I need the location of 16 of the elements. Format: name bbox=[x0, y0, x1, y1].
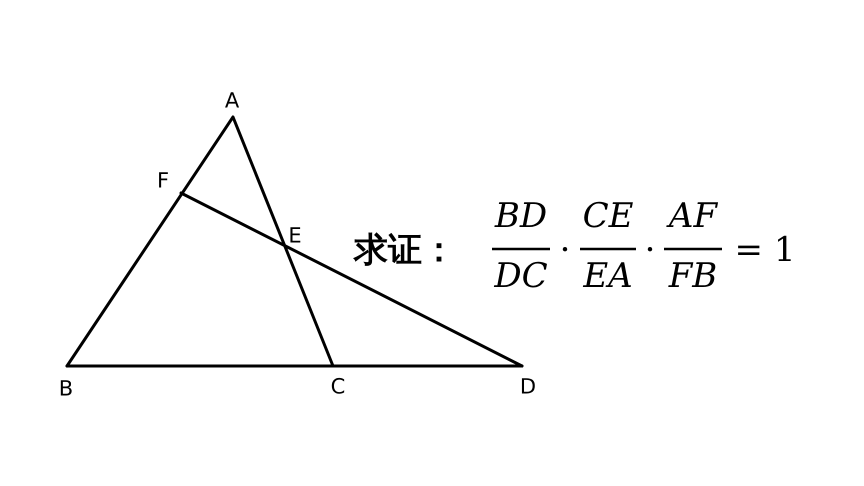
point-label: D bbox=[520, 376, 536, 398]
point-label: F bbox=[156, 170, 170, 192]
numerator: AF bbox=[668, 199, 718, 233]
numerator: CE bbox=[582, 199, 634, 233]
denominator: FB bbox=[668, 259, 718, 293]
point-label: E bbox=[288, 226, 302, 246]
numerator: BD bbox=[494, 199, 548, 233]
multiplication-dot: · bbox=[644, 233, 656, 267]
equation-result: = 1 bbox=[734, 233, 796, 267]
multiplication-dot: · bbox=[560, 233, 570, 267]
point-label: C bbox=[330, 376, 346, 398]
point-label: A bbox=[224, 90, 240, 112]
denominator: DC bbox=[494, 259, 548, 293]
denominator: EA bbox=[583, 259, 633, 293]
proof-prompt: 求证： bbox=[354, 233, 456, 267]
point-label: B bbox=[58, 378, 74, 400]
